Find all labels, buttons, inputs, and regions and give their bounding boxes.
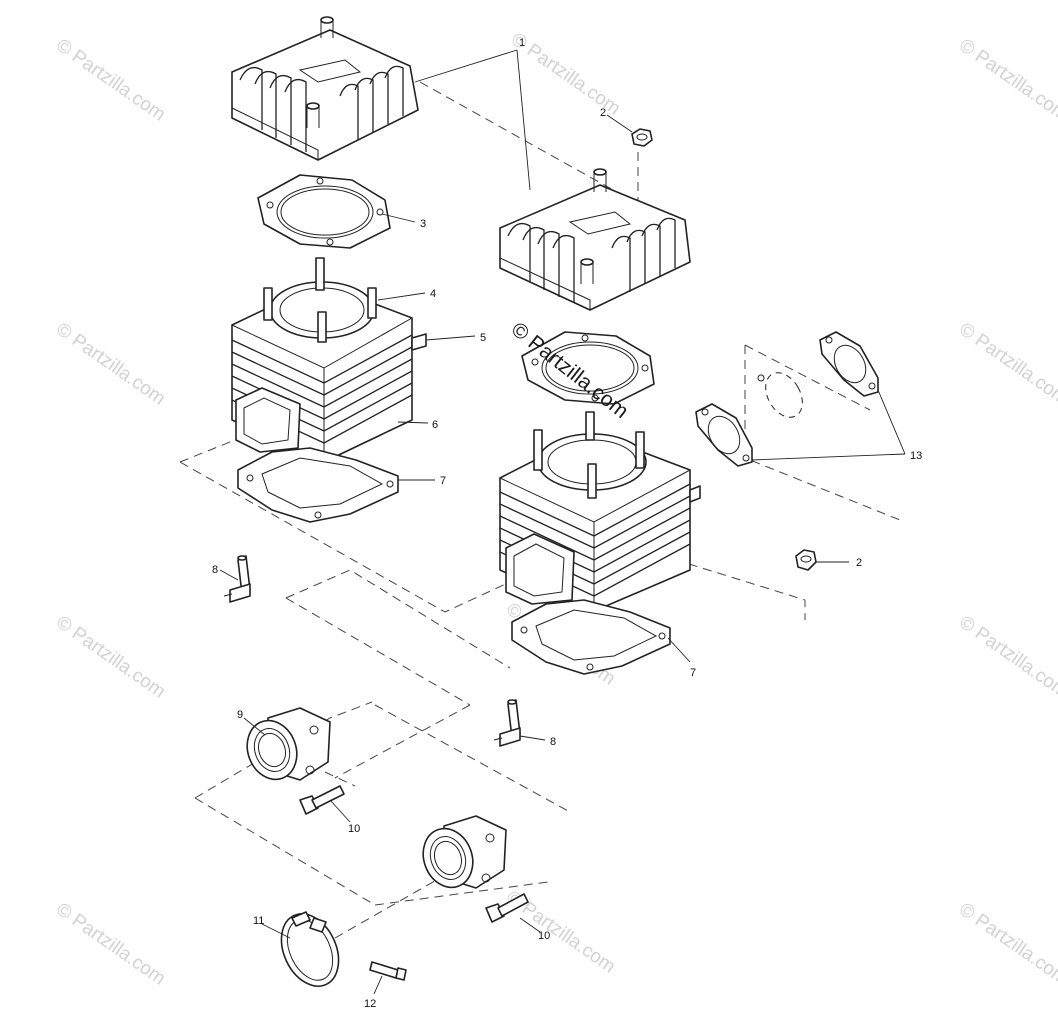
leader-lines (219, 49, 906, 995)
fitting-left (223, 555, 251, 603)
nut-right (795, 549, 817, 571)
watermark-tr: © Partzilla.com (955, 35, 1058, 126)
callout-1: 1 (519, 37, 525, 49)
bolt-right (485, 893, 529, 923)
watermark-ml: © Partzilla.com (52, 319, 169, 410)
callout-9: 9 (237, 709, 243, 721)
callout-5: 5 (480, 332, 486, 344)
watermark-ll: © Partzilla.com (52, 612, 169, 703)
watermark-tl: © Partzilla.com (52, 35, 169, 126)
callout-7-left: 7 (440, 475, 446, 487)
callout-11: 11 (253, 915, 264, 927)
watermark-mr: © Partzilla.com (955, 319, 1058, 410)
fitting-right (493, 699, 521, 747)
cylinder-right (499, 411, 701, 613)
intake-adaptor-right (422, 815, 507, 889)
watermark-bl: © Partzilla.com (52, 899, 169, 990)
callout-12: 12 (364, 998, 376, 1010)
watermark-lr: © Partzilla.com (955, 612, 1058, 703)
exhaust-gaskets (695, 331, 879, 467)
base-gasket-right (511, 599, 671, 675)
callout-10-right: 10 (538, 930, 550, 942)
callout-8-left: 8 (212, 564, 218, 576)
callout-10-left: 10 (348, 823, 360, 835)
assembly-lines (179, 81, 901, 939)
watermark-br: © Partzilla.com (955, 899, 1058, 990)
callout-8-right: 8 (550, 736, 556, 748)
callout-3: 3 (420, 218, 426, 230)
callout-7-right: 7 (690, 667, 696, 679)
head-gasket-left (257, 174, 391, 249)
callouts: 1 2 3 4 5 6 7 8 2 13 7 8 9 10 10 11 12 (212, 37, 922, 1010)
cylinder-head-right (499, 168, 691, 311)
nut-top (631, 128, 653, 147)
intake-adaptor-left (246, 707, 331, 781)
head-gasket-right (521, 331, 655, 405)
callout-6: 6 (432, 419, 438, 431)
bolt-left (299, 785, 345, 815)
callout-4: 4 (430, 288, 436, 300)
callout-2-top: 2 (600, 107, 606, 119)
callout-2-right: 2 (856, 557, 862, 569)
cylinder-left (231, 257, 427, 463)
callout-13: 13 (910, 450, 922, 462)
screw (369, 961, 407, 981)
clamp (280, 911, 340, 987)
cylinder-head-left (231, 16, 419, 161)
base-gasket-left (237, 447, 399, 523)
